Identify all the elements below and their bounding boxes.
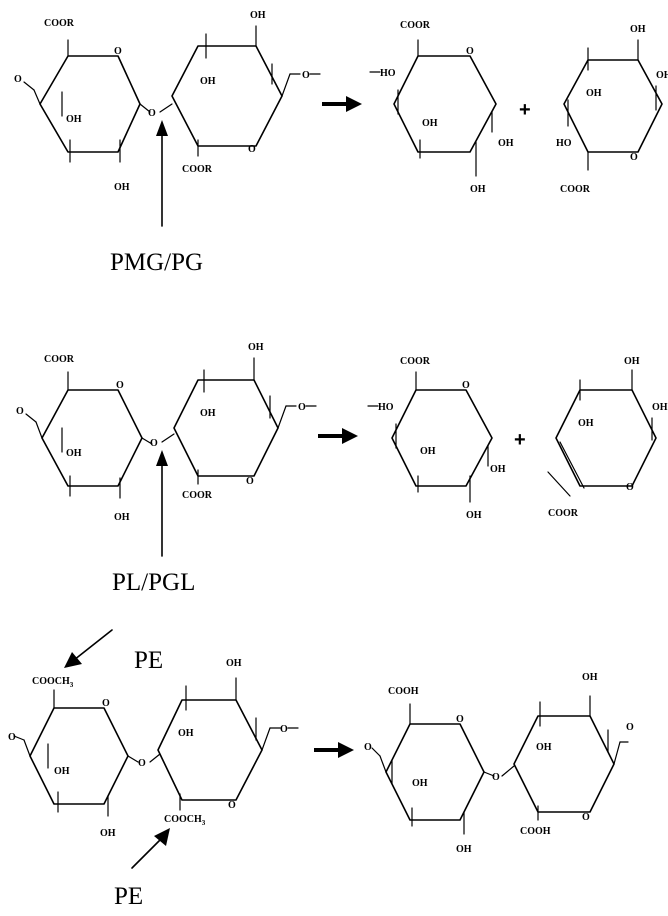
reaction3-top-attack-arrow [73,629,113,661]
reaction3-ring-a: COOCH3 O O OH OH [8,676,139,839]
reaction1-ring-a: COOR O O OH OH [14,18,151,193]
reaction-pmg-pg: COOR O O OH OH O OH OH O COOR O PMG/P [14,10,668,276]
reaction3-product-ring-b-cooh-label: COOH [520,826,551,837]
reaction2-ring-b-ring-o-label: O [246,476,254,487]
reaction3-product-glycosidic-o-label: O [492,772,500,783]
reaction3-ring-a-o-label: O [8,732,16,743]
reaction2-ring-a: COOR O O OH OH [16,354,153,523]
reaction1-plus-sign: + [519,99,531,121]
reaction1-product-2-oh-right-label: OH [656,70,668,81]
reaction1-product-1-oh-label: OH [422,118,438,129]
reaction3-bottom-attack-arrow [131,837,163,869]
reaction2-product-2-oh-top-label: OH [624,356,640,367]
reaction2-ring-a-oh-bottom-label: OH [114,512,130,523]
reaction2-product-1: COOR HO O OH OH OH [367,356,506,521]
reaction2-ring-a-oh-label: OH [66,448,82,459]
reaction1-ring-a-coor-label: COOR [44,18,75,29]
reaction3-product-ring-b-ring-o-label: O [582,812,590,823]
reaction2-product-2: OH OH OH O COOR [547,356,668,519]
reaction1-ring-b-o-label: O [302,70,310,81]
reaction1-enzyme-label: PMG/PG [110,249,203,276]
reaction1-product-1: COOR HO O OH OH OH [369,20,514,195]
reaction1-product-2-coor-label: COOR [560,184,591,195]
reaction3-product-ring-a-oh-label: OH [412,778,428,789]
reaction3-ring-b-o-label: O [280,724,288,735]
reaction1-ring-b-oh-top-label: OH [250,10,266,21]
reaction1-ring-b: OH OH O COOR O [171,10,321,175]
reaction2-product-1-ring-o-label: O [462,380,470,391]
reaction1-product-2-oh-label: OH [586,88,602,99]
reaction3-product-ring-a-oh-bottom-label: OH [456,844,472,855]
reaction1-ring-a-ring-o-label: O [114,46,122,57]
reaction1-product-2: OH OH OH HO O COOR [556,24,668,195]
reaction2-enzyme-label: PL/PGL [112,569,195,596]
reaction3-ring-b: OH OH O COOCH3 O [157,658,299,827]
reaction3-ring-b-oh-top-label: OH [226,658,242,669]
reaction1-product-2-ho-label: HO [556,138,572,149]
reaction3-ring-b-oh-label: OH [178,728,194,739]
reaction3-ring-b-ring-o-label: O [228,800,236,811]
reaction1-ring-b-coor-label: COOR [182,164,213,175]
reaction1-glycosidic-o-label: O [148,108,156,119]
reaction2-ring-a-ring-o-label: O [116,380,124,391]
reaction2-ring-b-coor-label: COOR [182,490,213,501]
reaction2-product-2-oh-right-label: OH [652,402,668,413]
reaction3-product-ring-a-ring-o-label: O [456,714,464,725]
reaction1-product-1-oh-right-label: OH [498,138,514,149]
reaction1-product-2-ring-o-label: O [630,152,638,163]
reaction2-product-2-oh-label: OH [578,418,594,429]
reaction1-ring-a-oh-label: OH [66,114,82,125]
reaction3-product-ring-a-cooh-label: COOH [388,686,419,697]
reaction1-product-1-ho-label: HO [380,68,396,79]
reaction2-glycosidic-o-label: O [150,438,158,449]
reaction-pe: PE COOCH3 O O OH OH O OH [8,629,634,910]
reaction3-ring-a-oh-label: OH [54,766,70,777]
reaction3-product-ring-a: COOH O O OH OH [364,686,495,855]
reaction2-ring-b-oh-label: OH [200,408,216,419]
reaction1-product-1-oh-bottom-label: OH [470,184,486,195]
reaction3-enzyme-top-label: PE [134,647,163,674]
reaction2-ring-a-o-label: O [16,406,24,417]
reaction1-product-2-oh-top-label: OH [630,24,646,35]
reaction1-ring-b-ring-o-label: O [248,144,256,155]
reaction1-ring-b-oh-label: OH [200,76,216,87]
reaction3-product-ring-b-o-label: O [626,722,634,733]
reaction2-product-2-ring-o-label: O [626,482,634,493]
reaction2-ring-b-oh-top-label: OH [248,342,264,353]
reaction3-ring-a-oh-bottom-label: OH [100,828,116,839]
reaction2-product-1-ho-label: HO [378,402,394,413]
reaction-pl-pgl: COOR O O OH OH O OH OH O COOR O PL/PGL [16,342,668,596]
reaction3-enzyme-bottom-label: PE [114,883,143,910]
reaction2-product-1-oh-bottom-label: OH [466,510,482,521]
reaction2-product-1-oh-right-label: OH [490,464,506,475]
reaction2-ring-b-o-label: O [298,402,306,413]
reaction1-product-1-coor-label: COOR [400,20,431,31]
reaction3-product-ring-b-oh-label: OH [536,742,552,753]
reaction3-glycosidic-o-label: O [138,758,146,769]
reaction2-product-2-coor-label: COOR [548,508,579,519]
reaction3-ring-a-cooch3-label: COOCH3 [32,676,74,689]
reaction2-ring-a-coor-label: COOR [44,354,75,365]
reaction2-plus-sign: + [514,429,526,451]
reaction3-product-ring-b-oh-top-label: OH [582,672,598,683]
reaction3-ring-a-ring-o-label: O [102,698,110,709]
reaction1-product-1-ring-o-label: O [466,46,474,57]
reaction2-product-1-coor-label: COOR [400,356,431,367]
reaction2-product-1-oh-label: OH [420,446,436,457]
reaction2-ring-b: OH OH O COOR O [173,342,317,501]
reaction3-product-ring-b: OH OH O COOH O [513,672,634,837]
reaction3-product-ring-a-o-label: O [364,742,372,753]
reaction1-ring-a-oh-bottom-label: OH [114,182,130,193]
reaction1-ring-a-o-label: O [14,74,22,85]
reaction3-ring-b-cooch3-label: COOCH3 [164,814,206,827]
